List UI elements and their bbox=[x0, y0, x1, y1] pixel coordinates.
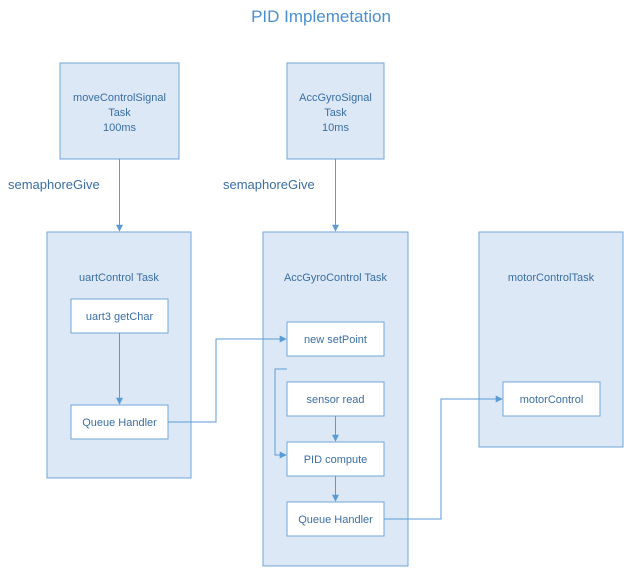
accgyro-task-line-3: 10ms bbox=[322, 122, 349, 134]
move-task-line-2: Task bbox=[108, 107, 131, 119]
arrow-accgyro-queue-to-motor-control bbox=[384, 395, 503, 520]
semaphore-label-left: semaphoreGive bbox=[8, 177, 100, 192]
accgyro-queue-handler-label: Queue Handler bbox=[298, 514, 373, 526]
motor-control-label: motorControl bbox=[520, 394, 584, 406]
pid-compute-box: PID compute bbox=[286, 441, 385, 477]
uart-control-task-title: uartControl Task bbox=[79, 272, 159, 284]
motor-control-box: motorControl bbox=[502, 381, 601, 417]
new-setpoint-box: new setPoint bbox=[286, 321, 385, 357]
uart-queue-handler-label: Queue Handler bbox=[82, 417, 157, 429]
accgyro-task-line-2: Task bbox=[324, 107, 347, 119]
accgyro-queue-handler-box: Queue Handler bbox=[286, 501, 385, 537]
pid-compute-label: PID compute bbox=[304, 454, 368, 466]
accgyro-control-task-title: AccGyroControl Task bbox=[284, 272, 388, 284]
sensor-read-box: sensor read bbox=[286, 381, 385, 417]
uart3-getchar-box: uart3 getChar bbox=[70, 298, 169, 334]
new-setpoint-label: new setPoint bbox=[304, 334, 367, 346]
diagram-title: PID Implemetation bbox=[251, 7, 391, 26]
accgyro-task-line-1: AccGyroSignal bbox=[299, 92, 372, 104]
move-task-line-3: 100ms bbox=[103, 122, 137, 134]
arrow-uart-queue-to-new-setpoint bbox=[168, 335, 287, 423]
semaphore-label-middle: semaphoreGive bbox=[223, 177, 315, 192]
acc-gyro-signal-task-box: AccGyroSignal Task 10ms bbox=[286, 62, 385, 160]
sensor-read-label: sensor read bbox=[306, 394, 364, 406]
move-task-line-1: moveControlSignal bbox=[73, 92, 166, 104]
arrow-new-setpoint-to-pid-compute bbox=[274, 368, 287, 459]
motor-control-task-title: motorControlTask bbox=[508, 272, 595, 284]
uart3-getchar-label: uart3 getChar bbox=[86, 311, 154, 323]
uart-queue-handler-box: Queue Handler bbox=[70, 404, 169, 440]
move-control-signal-task-box: moveControlSignal Task 100ms bbox=[59, 62, 180, 160]
